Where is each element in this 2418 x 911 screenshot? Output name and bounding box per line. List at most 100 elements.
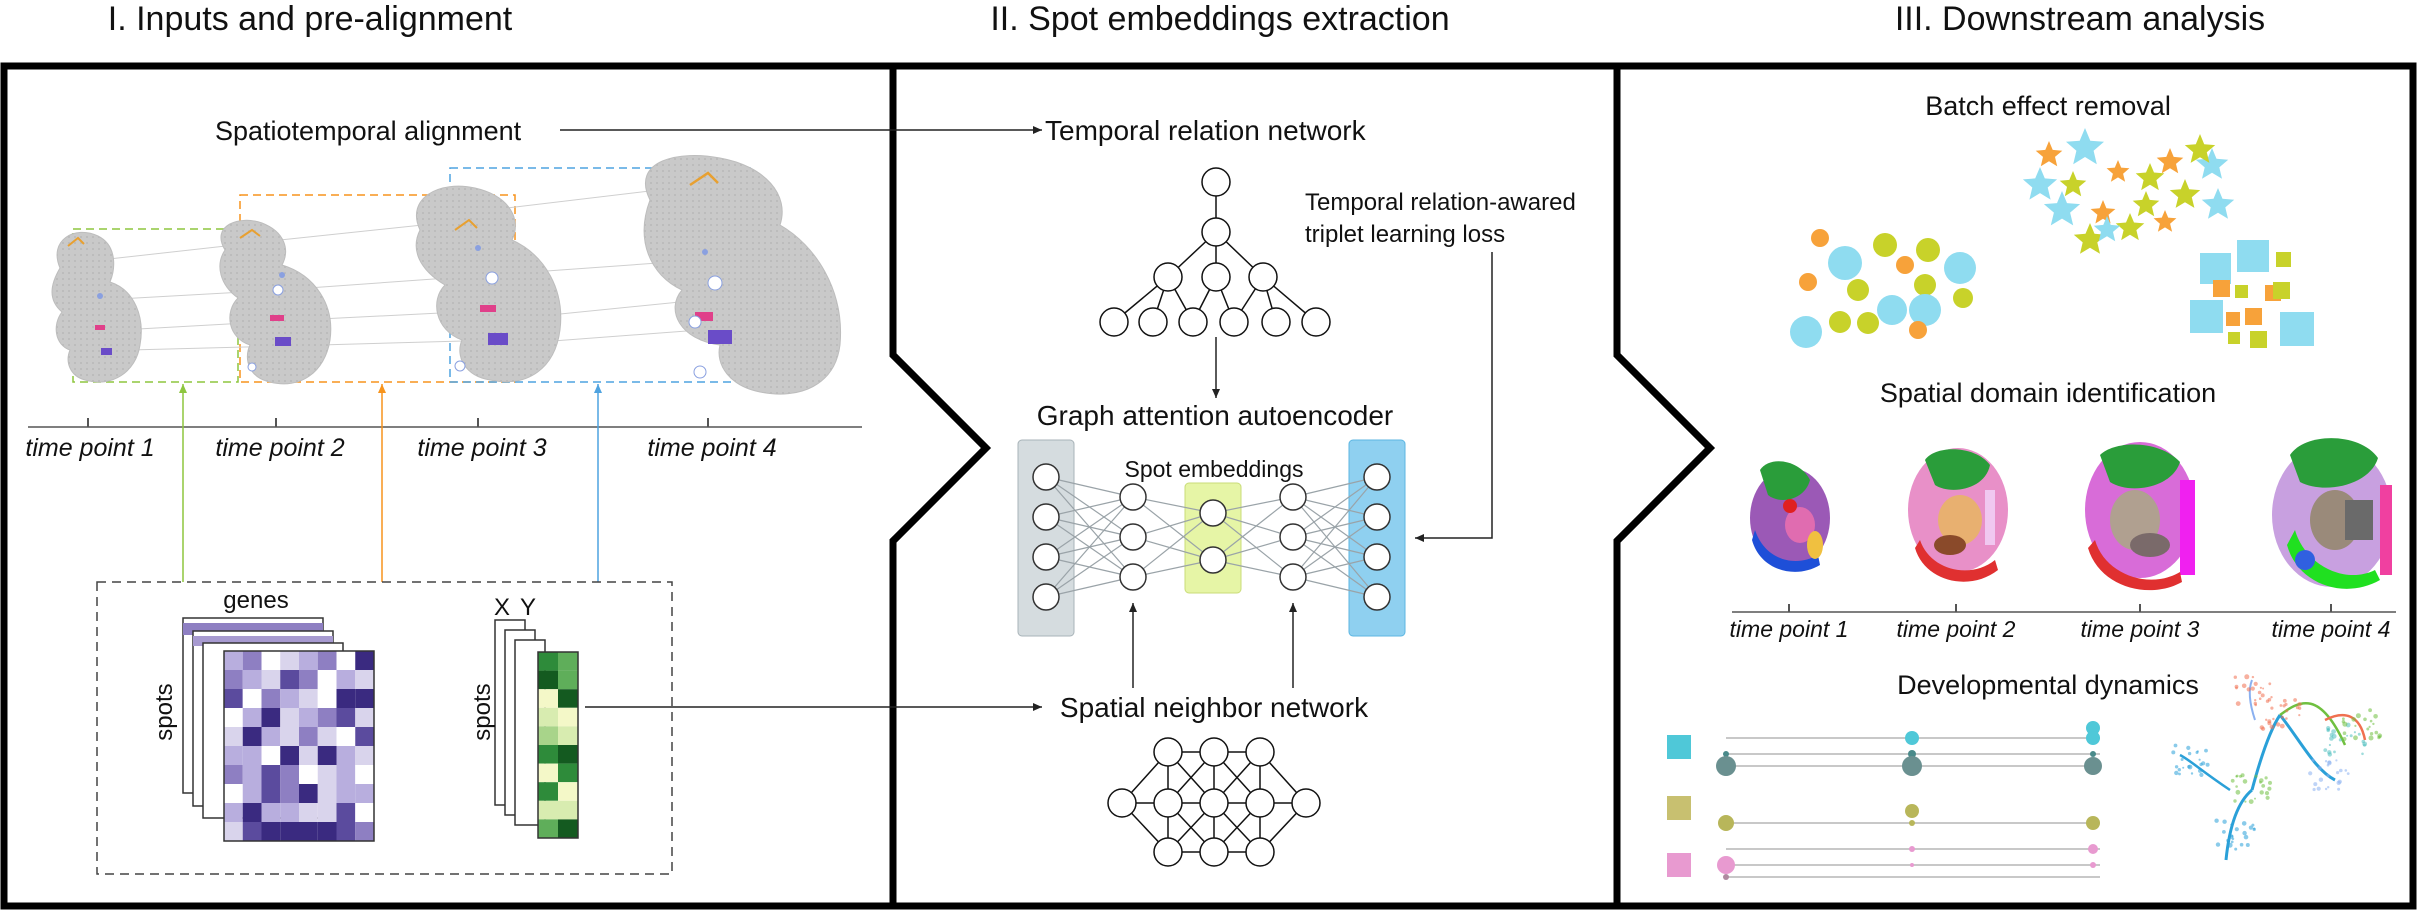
loss-arrow	[1415, 252, 1493, 542]
trajectory-point	[2267, 697, 2272, 702]
trajectory-point	[2177, 768, 2181, 772]
heatmap-cell	[280, 670, 299, 689]
trajectory-point	[2174, 770, 2179, 776]
inputs-box	[96, 581, 673, 875]
time-point-label: time point 2	[215, 434, 344, 462]
heatmap-cell	[317, 689, 337, 708]
trajectory-point	[2252, 827, 2256, 832]
network-node	[1032, 463, 1060, 491]
network-node	[1119, 563, 1147, 591]
heatmap-cell	[355, 746, 374, 765]
network-edge	[1212, 512, 1294, 578]
loss-label: triplet learning loss	[1305, 221, 1505, 248]
trajectory-point	[2327, 760, 2332, 766]
star-marker	[2169, 179, 2201, 208]
heatmap-cell	[242, 708, 262, 727]
trajectory-plot	[2171, 674, 2383, 861]
trajectory-point	[2333, 750, 2336, 754]
network-edge	[1132, 512, 1214, 538]
star-marker	[2022, 167, 2058, 200]
trajectory-point	[2353, 735, 2358, 741]
trajectory-point	[2285, 709, 2289, 713]
star-marker	[2090, 200, 2116, 224]
star-marker	[2201, 188, 2235, 219]
trajectory-point	[2182, 766, 2185, 769]
embryo-tp2	[219, 219, 332, 385]
network-node	[1279, 523, 1307, 551]
network-edge	[1045, 496, 1134, 518]
heatmap-cell	[261, 784, 281, 803]
network-edge	[1292, 516, 1378, 578]
star-marker	[2073, 223, 2107, 254]
heatmap-cell	[355, 784, 374, 803]
trajectory-point	[2361, 752, 2364, 756]
trajectory-point	[2297, 702, 2302, 707]
domain-time-axis-ticks	[1788, 604, 2332, 612]
trajectory-point	[2250, 686, 2255, 691]
trajectory-point	[2339, 768, 2343, 773]
domain-embryo-tp2	[1908, 448, 2008, 582]
network-edge	[1132, 512, 1214, 578]
domain-title: Spatial domain identification	[1880, 378, 2216, 408]
trajectory-point	[2329, 733, 2334, 737]
star-marker	[2059, 171, 2087, 197]
genes-label: genes	[223, 587, 288, 614]
heatmap-cell	[242, 803, 262, 822]
heatmap-cell	[558, 726, 578, 745]
trajectory-point	[2259, 686, 2262, 689]
heatmap-cell	[355, 803, 374, 822]
trajectory-point	[2344, 769, 2348, 772]
trajectory-point	[2368, 735, 2374, 741]
trajectory-point	[2243, 834, 2249, 840]
star-marker	[2153, 210, 2177, 232]
network-node	[1032, 503, 1060, 531]
trajectory-point	[2187, 765, 2191, 769]
heatmap-cell	[336, 670, 356, 689]
batch-stars	[2022, 128, 2235, 254]
trajectory-point	[2259, 778, 2264, 783]
heatmap-cell	[317, 765, 337, 784]
heatmap-cell	[355, 670, 374, 689]
y-label: Y	[520, 594, 536, 621]
star-marker	[2195, 148, 2229, 179]
trajectory-point	[2318, 777, 2324, 782]
trajectory-point	[2270, 706, 2274, 710]
trajectory-point	[2269, 724, 2275, 730]
trajectory-point	[2201, 761, 2206, 766]
trajectory-point	[2335, 759, 2338, 762]
trajectory-point	[2308, 771, 2313, 776]
trajectory-point	[2265, 795, 2270, 800]
dynamics-legend	[1667, 735, 1691, 877]
trajectory-point	[2369, 719, 2373, 723]
heatmap-cell	[224, 822, 243, 841]
heatmap-cell	[558, 670, 578, 690]
network-node	[1279, 563, 1307, 591]
spatial-network-label: Spatial neighbor network	[1060, 692, 1369, 723]
trajectory-point	[2295, 705, 2300, 710]
heatmap-cell	[538, 763, 558, 783]
heatmap-cell	[242, 670, 262, 689]
heatmap-cell	[242, 746, 262, 765]
heatmap-cell	[317, 670, 337, 689]
trajectory-point	[2267, 721, 2272, 726]
trajectory-point	[2235, 785, 2238, 788]
heatmap-cell	[280, 651, 299, 670]
trajectory-point	[2336, 771, 2340, 775]
trajectory-point	[2214, 818, 2219, 823]
section-title-embeddings: II. Spot embeddings extraction	[990, 0, 1449, 38]
trajectory-point	[2337, 787, 2341, 791]
trajectory-point	[2267, 786, 2272, 791]
heatmap-cell	[558, 745, 578, 764]
trajectory-point	[2326, 774, 2330, 778]
trajectory-point	[2284, 702, 2288, 707]
trajectory-point	[2337, 779, 2342, 784]
domain-time-point-label: time point 3	[2081, 616, 2200, 642]
trajectory-point	[2293, 698, 2298, 702]
trajectory-point	[2324, 787, 2328, 791]
heatmap-cell	[558, 819, 578, 838]
gene-expression-matrix	[182, 617, 375, 842]
trajectory-point	[2270, 696, 2273, 699]
trajectory-point	[2268, 780, 2272, 785]
trajectory-point	[2228, 834, 2234, 839]
heatmap-cell	[280, 784, 299, 803]
